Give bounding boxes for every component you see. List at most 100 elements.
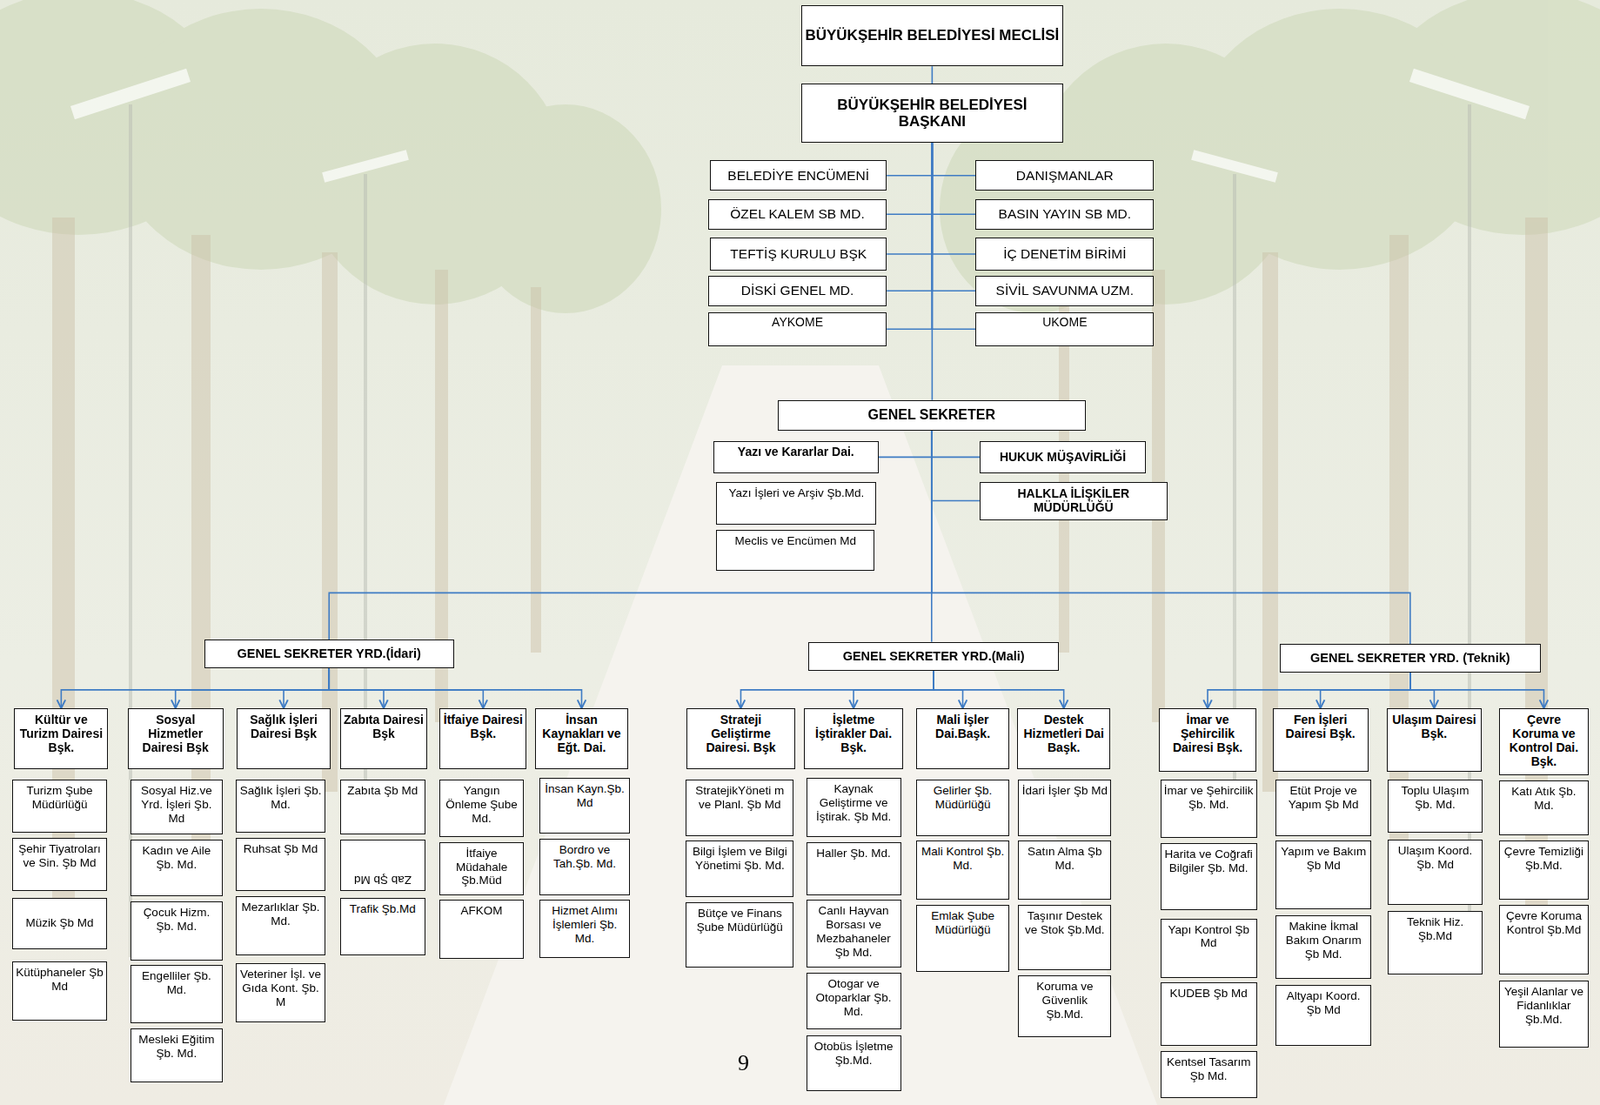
branch-box: StratejikYöneti m ve Planl. Şb Md — [685, 779, 794, 837]
org-connector — [328, 668, 384, 709]
branch-box: Şehir Tiyatroları ve Sin. Şb Md — [12, 837, 108, 891]
branch-box: Yazı İşleri ve Arşiv Şb.Md. — [716, 482, 877, 525]
box-label: Müzik Şb Md — [26, 916, 94, 931]
box-label: Canlı Hayvan Borsası ve Mezbahaneler Şb … — [810, 903, 898, 960]
box-label: İmar ve Şehircilik Şb. Md. — [1164, 783, 1254, 812]
box-label: Çevre Koruma ve Kontrol Dai. Bşk. — [1502, 712, 1586, 769]
box-label: BELEDİYE ENCÜMENİ — [727, 167, 870, 184]
department-box: İmar ve Şehircilik Dairesi Bşk. — [1158, 708, 1256, 772]
branch-box: Toplu Ulaşım Şb. Md. — [1387, 779, 1483, 833]
box-label: Teknik Hiz. Şb.Md — [1391, 915, 1480, 944]
branch-box: Harita ve Coğrafi Bilgiler Şb. Md. — [1160, 843, 1258, 911]
box-label: Zabıta Şb Md — [347, 783, 418, 798]
box-label: Toplu Ulaşım Şb. Md. — [1391, 783, 1480, 812]
deputy-box: GENEL SEKRETER YRD. (Teknik) — [1279, 643, 1541, 673]
box-label: İmar ve Şehircilik Dairesi Bşk. — [1162, 712, 1252, 755]
branch-box: Altyapı Koord. Şb Md — [1275, 984, 1372, 1046]
branch-box: İmar ve Şehircilik Şb. Md. — [1160, 779, 1258, 838]
org-connector — [886, 142, 932, 176]
box-label: Engelliler Şb. Md. — [133, 969, 220, 998]
branch-box: Bordro ve Tah.Şb. Md. — [539, 838, 630, 896]
box-label: Sağlık İşleri Dairesi Bşk — [240, 712, 328, 741]
branch-box: Kentsel Tasarım Şb Md. — [1160, 1051, 1258, 1098]
board-box: AYKOME — [708, 312, 887, 347]
deputy-box: GENEL SEKRETER YRD.(Mali) — [808, 642, 1060, 671]
box-label: Zab Şb Md — [354, 872, 412, 887]
box-label: Emlak Şube Müdürlüğü — [919, 909, 1006, 938]
staff-box: BASIN YAYIN SB MD. — [975, 199, 1154, 230]
branch-box: Engelliler Şb. Md. — [130, 964, 223, 1024]
org-connector — [931, 66, 934, 84]
box-label: Kültür ve Turizm Dairesi Bşk. — [17, 712, 105, 755]
box-label: Kütüphaneler Şb Md — [15, 965, 104, 994]
department-box: Sosyal Hizmetler Dairesi Bşk — [127, 708, 224, 770]
branch-box: Canlı Hayvan Borsası ve Mezbahaneler Şb … — [806, 899, 902, 967]
secretary-box: GENEL SEKRETER — [777, 400, 1086, 431]
org-connector — [931, 142, 976, 215]
box-label: AFKOM — [461, 903, 503, 918]
department-box: Sağlık İşleri Dairesi Bşk — [236, 708, 331, 770]
branch-box: Etüt Proje ve Yapım Şb Md — [1275, 779, 1372, 837]
branch-box: Zab Şb Md — [340, 839, 427, 891]
box-label: Bilgi İşlem ve Bilgi Yönetimi Şb. Md. — [689, 844, 790, 873]
department-box: Fen İşleri Dairesi Bşk. — [1272, 708, 1369, 772]
branch-box: Yangın Önleme Şube Md. — [439, 779, 523, 837]
box-label: Mesleki Eğitim Şb. Md. — [133, 1032, 220, 1061]
branch-box: Yapı Kontrol Şb Md — [1160, 918, 1258, 978]
branch-box: Ruhsat Şb Md — [235, 837, 326, 891]
org-connector — [60, 668, 329, 709]
office-box: Yazı ve Kararlar Dai. — [713, 441, 879, 475]
department-box: Çevre Koruma ve Kontrol Dai. Bşk. — [1499, 708, 1589, 776]
org-connector — [886, 142, 932, 255]
staff-box: İÇ DENETİM BİRİMİ — [975, 237, 1154, 271]
branch-box: Ulaşım Koord. Şb. Md — [1387, 839, 1483, 905]
department-box: İtfaiye Dairesi Bşk. — [439, 708, 527, 770]
branch-box: Çocuk Hizm. Şb. Md. — [130, 901, 223, 961]
branch-box: İnsan Kayn.Şb. Md — [539, 777, 630, 835]
deputy-box: GENEL SEKRETER YRD.(İdari) — [204, 639, 455, 669]
box-label: İtfaiye Müdahale Şb.Müd — [442, 846, 520, 889]
box-label: Harita ve Coğrafi Bilgiler Şb. Md. — [1164, 847, 1254, 876]
org-connector — [853, 670, 934, 709]
department-box: Mali İşler Dai.Başk. — [916, 708, 1010, 770]
staff-box: ÖZEL KALEM SB MD. — [708, 199, 887, 230]
branch-box: Yeşil Alanlar ve Fidanlıklar Şb.Md. — [1499, 980, 1589, 1048]
branch-box: Sağlık İşleri Şb. Md. — [235, 779, 326, 833]
branch-box: Taşınır Destek ve Stok Şb.Md. — [1017, 904, 1112, 971]
branch-box: İtfaiye Müdahale Şb.Müd — [439, 842, 523, 896]
org-connector — [886, 142, 932, 291]
department-box: Ulaşım Dairesi Bşk. — [1386, 708, 1482, 772]
org-connector — [931, 142, 976, 255]
box-label: Bordro ve Tah.Şb. Md. — [542, 843, 626, 871]
branch-box: Otogar ve Otoparklar Şb. Md. — [806, 972, 902, 1031]
box-label: GENEL SEKRETER — [868, 407, 996, 423]
box-label: Veteriner İşl. ve Gıda Kont. Şb. M — [239, 967, 322, 1010]
branch-box: Satın Alma Şb Md. — [1017, 840, 1112, 900]
box-label: DİSKİ GENEL MD. — [741, 282, 854, 299]
org-connector — [933, 670, 1065, 709]
box-label: Yangın Önleme Şube Md. — [442, 783, 520, 826]
box-label: Etüt Proje ve Yapım Şb Md — [1278, 783, 1368, 812]
branch-box: Katı Atık Şb. Md. — [1499, 780, 1589, 836]
org-connector — [328, 668, 582, 709]
box-label: SİVİL SAVUNMA UZM. — [996, 282, 1134, 299]
box-label: Yapım ve Bakım Şb Md — [1278, 844, 1368, 873]
branch-box: Kütüphaneler Şb Md — [12, 961, 108, 1021]
box-label: Yazı ve Kararlar Dai. — [737, 445, 855, 460]
department-box: İşletme İştirakler Dai. Bşk. — [803, 708, 904, 770]
org-connector — [740, 670, 934, 709]
box-label: Mali İşler Dai.Başk. — [919, 712, 1006, 741]
box-label: İdari İşler Şb Md — [1022, 783, 1108, 798]
branch-box: Yapım ve Bakım Şb Md — [1275, 840, 1372, 910]
box-label: Trafik Şb.Md — [349, 902, 416, 917]
box-label: İÇ DENETİM BİRİMİ — [1003, 246, 1126, 262]
box-label: GENEL SEKRETER YRD.(İdari) — [237, 646, 422, 662]
branch-box: Müzik Şb Md — [12, 897, 108, 950]
box-label: Turizm Şube Müdürlüğü — [15, 783, 104, 812]
org-connector — [931, 142, 934, 401]
board-box: UKOME — [975, 312, 1154, 347]
box-label: HUKUK MÜŞAVİRLİĞİ — [999, 450, 1126, 465]
box-label: Ulaşım Dairesi Bşk. — [1390, 712, 1479, 741]
box-label: Fen İşleri Dairesi Bşk. — [1276, 712, 1366, 741]
box-label: İtfaiye Dairesi Bşk. — [442, 712, 523, 741]
